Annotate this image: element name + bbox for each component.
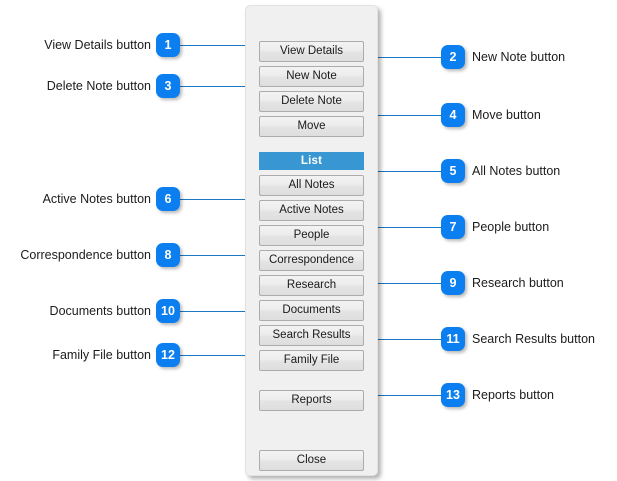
callout-9: 9 Research button (441, 271, 617, 295)
callout-3: Delete Note button 3 (0, 74, 180, 98)
view-details-button[interactable]: View Details (259, 41, 364, 62)
callout-label-9: Research button (472, 276, 564, 290)
callout-label-2: New Note button (472, 50, 566, 64)
callout-label-4: Move button (472, 108, 541, 122)
leader-line-5 (366, 171, 441, 172)
callout-badge-13: 13 (441, 383, 465, 407)
callout-badge-11: 11 (441, 327, 465, 351)
callout-badge-5: 5 (441, 159, 465, 183)
research-button[interactable]: Research (259, 275, 364, 296)
all-notes-button[interactable]: All Notes (259, 175, 364, 196)
callout-2: 2 New Note button (441, 45, 617, 69)
reports-button[interactable]: Reports (259, 390, 364, 411)
callout-6: Active Notes button 6 (0, 187, 180, 211)
new-note-button[interactable]: New Note (259, 66, 364, 87)
callout-label-12: Family File button (52, 348, 151, 362)
callout-badge-7: 7 (441, 215, 465, 239)
callout-badge-9: 9 (441, 271, 465, 295)
correspondence-button[interactable]: Correspondence (259, 250, 364, 271)
callout-label-8: Correspondence button (20, 248, 151, 262)
people-button[interactable]: People (259, 225, 364, 246)
close-button[interactable]: Close (259, 450, 364, 471)
callout-label-3: Delete Note button (46, 79, 151, 93)
leader-line-6 (180, 199, 262, 200)
delete-note-button[interactable]: Delete Note (259, 91, 364, 112)
leader-line-12 (180, 355, 262, 356)
leader-line-10 (180, 311, 262, 312)
active-notes-button[interactable]: Active Notes (259, 200, 364, 221)
documents-button[interactable]: Documents (259, 300, 364, 321)
callout-badge-1: 1 (156, 33, 180, 57)
callout-label-5: All Notes button (472, 164, 561, 178)
leader-line-3 (180, 86, 262, 87)
leader-line-4 (366, 115, 441, 116)
leader-line-13 (366, 395, 441, 396)
family-file-button[interactable]: Family File (259, 350, 364, 371)
callout-11: 11 Search Results button (441, 327, 617, 351)
callout-badge-3: 3 (156, 74, 180, 98)
leader-line-8 (180, 255, 262, 256)
callout-label-6: Active Notes button (42, 192, 151, 206)
callout-5: 5 All Notes button (441, 159, 617, 183)
callout-badge-12: 12 (156, 343, 180, 367)
leader-line-2 (366, 57, 441, 58)
leader-line-1 (180, 45, 262, 46)
callout-8: Correspondence button 8 (0, 243, 180, 267)
leader-line-9 (366, 283, 441, 284)
move-button[interactable]: Move (259, 116, 364, 137)
callout-4: 4 Move button (441, 103, 617, 127)
list-header: List (259, 152, 364, 170)
callout-badge-4: 4 (441, 103, 465, 127)
callout-1: View Details button 1 (0, 33, 180, 57)
callout-label-13: Reports button (472, 388, 554, 402)
callout-badge-10: 10 (156, 299, 180, 323)
callout-badge-2: 2 (441, 45, 465, 69)
callout-badge-8: 8 (156, 243, 180, 267)
leader-line-11 (366, 339, 441, 340)
callout-13: 13 Reports button (441, 383, 617, 407)
callout-7: 7 People button (441, 215, 617, 239)
leader-line-7 (366, 227, 441, 228)
callout-12: Family File button 12 (0, 343, 180, 367)
callout-label-1: View Details button (44, 38, 151, 52)
callout-10: Documents button 10 (0, 299, 180, 323)
search-results-button[interactable]: Search Results (259, 325, 364, 346)
callout-badge-6: 6 (156, 187, 180, 211)
callout-label-11: Search Results button (472, 332, 595, 346)
callout-label-7: People button (472, 220, 550, 234)
callout-label-10: Documents button (49, 304, 151, 318)
